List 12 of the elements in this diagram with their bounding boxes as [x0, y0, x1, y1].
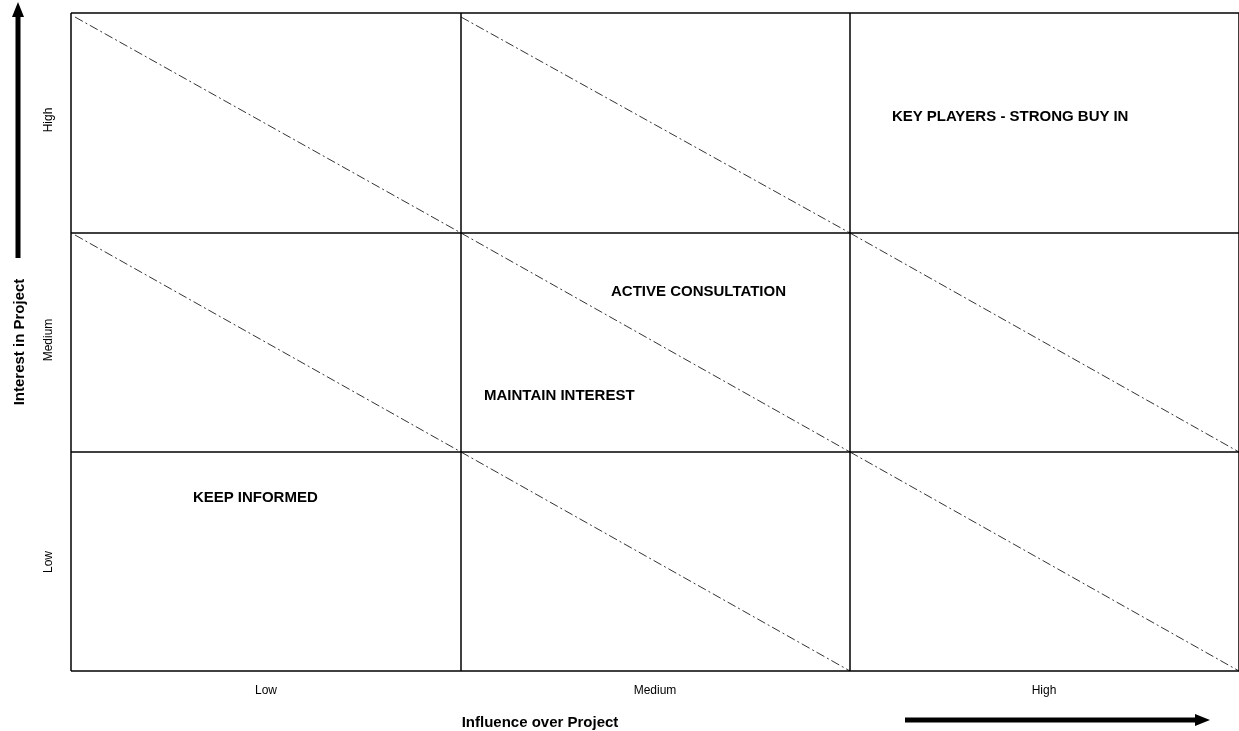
axis-tick-label: Medium [633, 684, 677, 696]
axis-title: Interest in Project [10, 278, 26, 406]
quadrant-label: KEEP INFORMED [193, 488, 318, 504]
axis-tick-label: Low [42, 551, 54, 573]
axis-tick-label: High [42, 107, 54, 133]
axis-title: Influence over Project [461, 713, 619, 729]
quadrant-label: KEY PLAYERS - STRONG BUY IN [892, 107, 1129, 123]
axis-tick-label: Low [255, 684, 277, 696]
quadrant-label: ACTIVE CONSULTATION [611, 282, 786, 298]
axis-tick-label: High [1031, 684, 1057, 696]
axis-tick-label: Medium [42, 318, 54, 362]
quadrant-label: MAINTAIN INTEREST [484, 386, 635, 402]
